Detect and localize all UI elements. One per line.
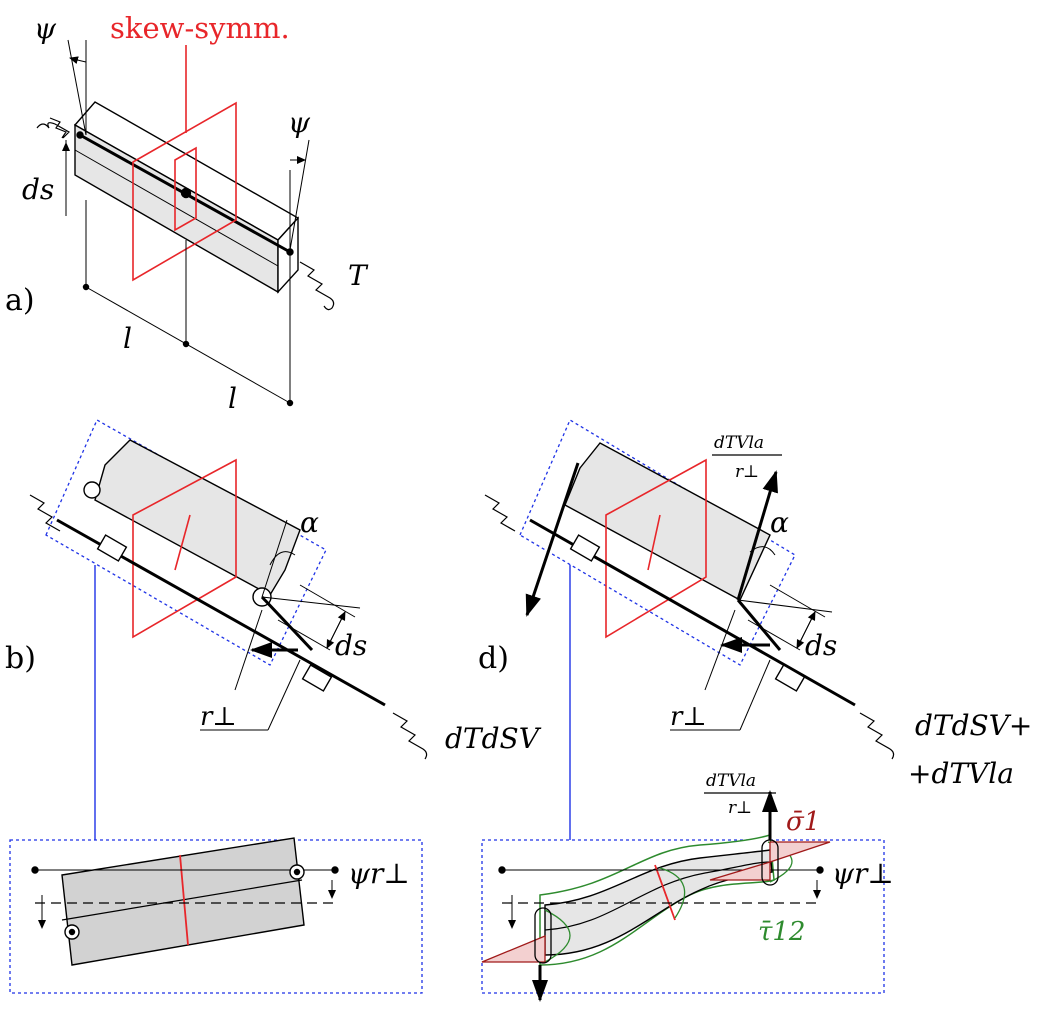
label-skew-symm: skew-symm. (110, 11, 290, 45)
label-psi-left: ψ (34, 12, 57, 45)
dashed-frame-d (519, 419, 796, 666)
skew-symm-plane (132, 101, 237, 282)
torque-icon-b-left (29, 494, 61, 532)
torque-icon-b-right (392, 712, 428, 760)
panel-b-labels: b) α ds r⊥ dTdSV (5, 506, 542, 755)
inset-b (9, 837, 423, 994)
panel-d-labels: d) dTVla r⊥ α ds r⊥ dTdSV+ +dTVla (478, 433, 1032, 790)
label-a: a) (5, 283, 35, 318)
label-b: b) (5, 641, 36, 676)
panel-b (29, 419, 428, 840)
torque-icon-left (36, 117, 70, 139)
torque-icon-d-left (484, 494, 516, 532)
label-psi-r-perp-d: ψr⊥ (832, 857, 894, 890)
label-alpha-b: α (300, 506, 319, 539)
inset-d-labels: dTVla r⊥ σ̄1 τ̄12 ψr⊥ (704, 771, 894, 947)
plate-inset-b (61, 837, 305, 966)
torque-icon-right (299, 261, 335, 311)
label-plus-dT-Vla: +dTVla (908, 757, 1014, 790)
label-d: d) (478, 641, 509, 676)
label-tau-12: τ̄12 (758, 917, 805, 947)
label-l-1: l (123, 322, 132, 355)
dashed-frame-inset-d (481, 839, 885, 994)
red-plane-d (605, 458, 707, 639)
torque-icon-d-right (859, 712, 895, 760)
support-icon-right (301, 664, 333, 692)
plate-b (94, 439, 301, 596)
support-icon-left (96, 534, 128, 562)
dashed-frame-inset-b (9, 839, 423, 994)
label-frac-den-top: r⊥ (735, 462, 759, 482)
label-r-perp-d: r⊥ (670, 702, 707, 732)
inset-d (481, 790, 885, 1002)
label-r-perp-b: r⊥ (200, 702, 237, 732)
label-psi-right: ψ (288, 106, 311, 139)
label-dT-dSV-plus: dTdSV+ (915, 709, 1032, 742)
panel-a-labels: a) skew-symm. ψ ψ ds T l l (5, 11, 369, 415)
label-alpha-d: α (770, 506, 789, 539)
panel-d (484, 419, 895, 840)
hinge-icon-top (83, 481, 101, 499)
plate-inset-d (544, 849, 773, 956)
label-l-2: l (228, 382, 237, 415)
label-ds-a: ds (22, 173, 54, 206)
support-icon-d-right (774, 664, 806, 692)
label-psi-r-perp-b: ψr⊥ (348, 857, 410, 890)
support-icon-d-left (569, 534, 601, 562)
label-frac-den-bottom: r⊥ (728, 798, 752, 818)
red-plane-b (132, 458, 237, 639)
label-frac-num-top: dTVla (714, 433, 764, 453)
label-sigma-1: σ̄1 (786, 807, 820, 837)
label-dT-dSV: dTdSV (445, 722, 542, 755)
label-frac-num-bottom: dTVla (706, 771, 756, 791)
panel-a (36, 39, 335, 407)
label-T: T (348, 259, 369, 292)
label-ds-d: ds (805, 629, 837, 662)
label-ds-b: ds (335, 629, 367, 662)
